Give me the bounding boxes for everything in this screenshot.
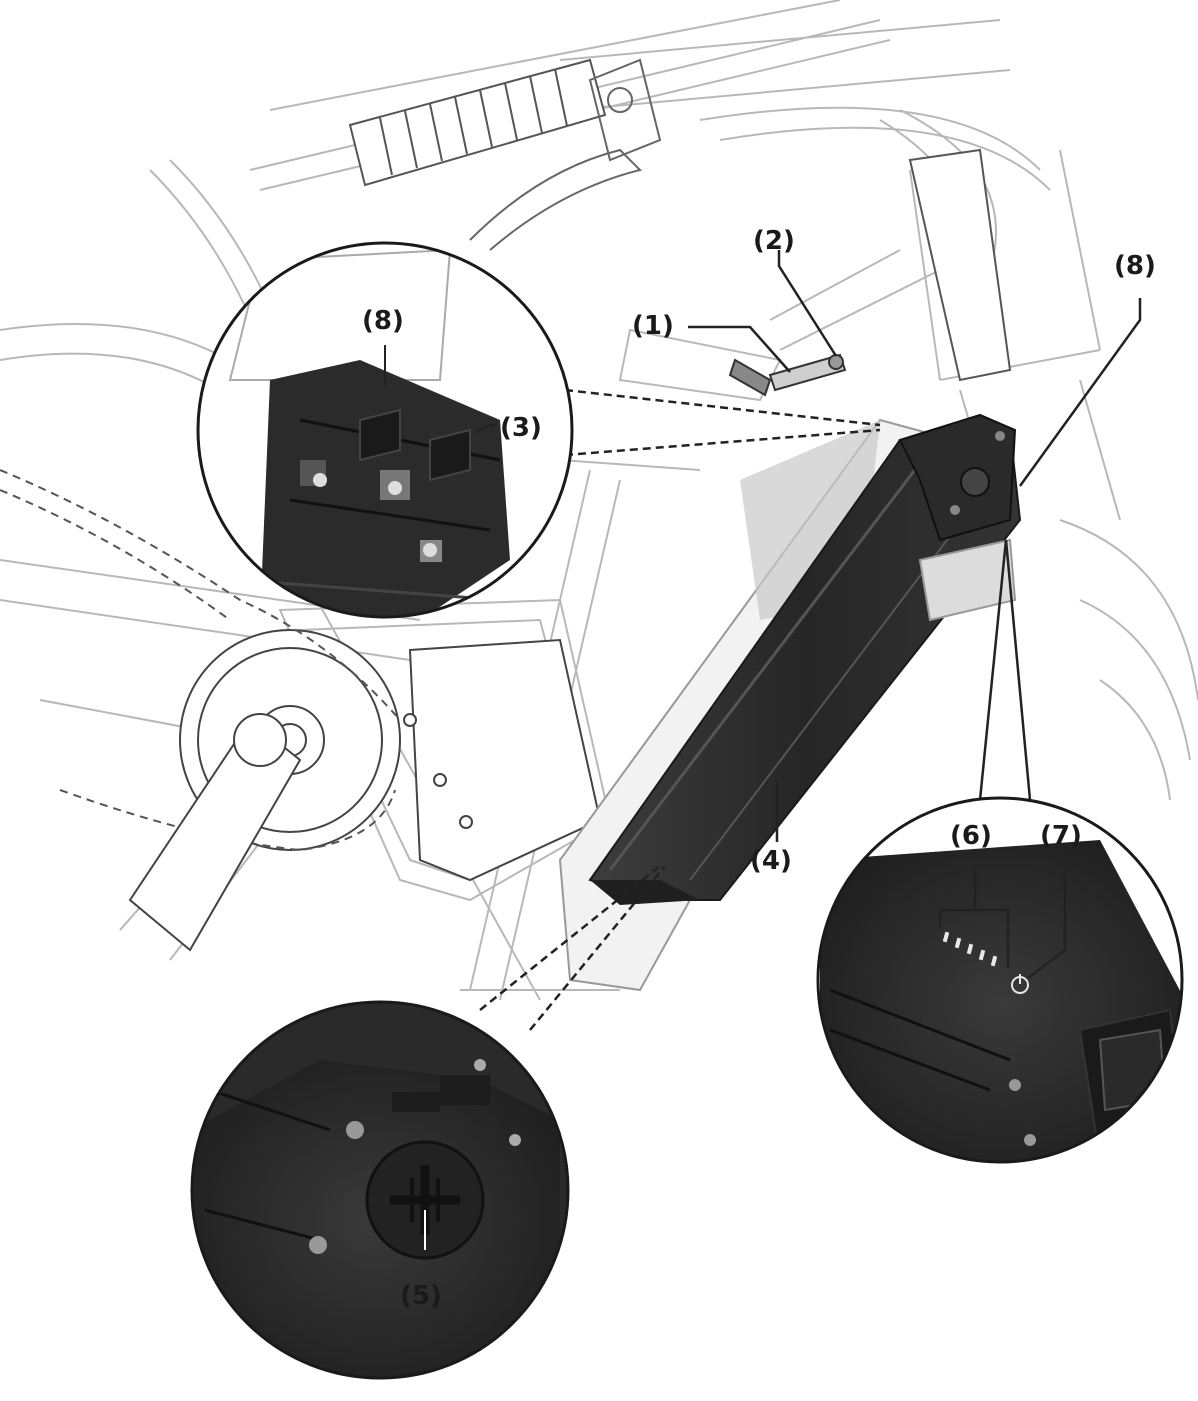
callout-label-1: (1) — [632, 311, 674, 341]
chain — [0, 469, 401, 852]
charge-led-bars — [942, 931, 998, 967]
handlebar-grip — [348, 58, 607, 187]
drive-unit — [403, 638, 602, 882]
detail-circle-charge-indicator — [816, 796, 1184, 1164]
callout-label-2: (2) — [753, 226, 795, 256]
stem — [908, 148, 1012, 382]
callout-label-7: (7) — [1040, 821, 1082, 851]
callout-label-8-top: (8) — [1114, 251, 1156, 281]
callout-label-6: (6) — [950, 821, 992, 851]
key-lock — [728, 353, 847, 397]
detail-circle-connector — [196, 241, 574, 619]
detail-circle-battery-connector — [190, 1000, 570, 1380]
callout-label-4: (4) — [750, 846, 792, 876]
leader-lines — [479, 250, 1142, 1031]
leader-7 — [1027, 870, 1067, 979]
callout-label-8-detail: (8) — [362, 306, 404, 336]
leader-6 — [938, 868, 1010, 968]
callout-label-3: (3) — [500, 413, 542, 443]
leader-3 — [475, 423, 495, 434]
crank-arm — [128, 713, 302, 952]
brake-lever — [469, 58, 662, 251]
callout-label-5: (5) — [400, 1281, 442, 1311]
